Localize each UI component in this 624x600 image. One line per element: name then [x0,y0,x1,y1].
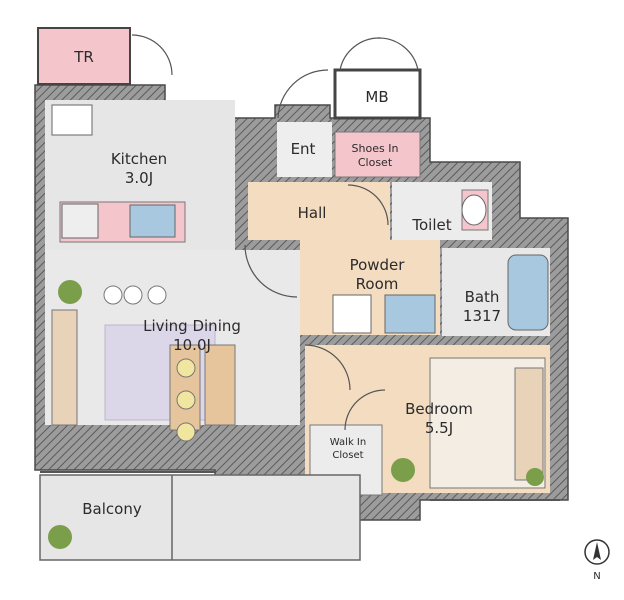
label-walk-in-closet: Walk In Closet [330,436,366,462]
sideboard [204,344,236,426]
label-living-dining: Living Dining 10.0J [143,317,241,355]
label-balcony: Balcony [82,500,142,518]
kitchen-name: Kitchen [110,150,168,168]
sofa [51,309,78,426]
label-toilet: Toilet [412,216,452,234]
plant-bedroom [391,458,415,482]
fridge [51,104,93,136]
walk-in-closet-line2: Closet [332,450,364,461]
door-swing [377,37,419,71]
bath-size: 1317 [462,307,502,325]
compass-label: N [593,571,601,582]
door-swing [131,34,173,76]
plant-living [58,280,82,304]
shoes-closet-floor [334,131,421,178]
stove [61,203,99,239]
entrance-floor [277,122,332,177]
label-bedroom: Bedroom 5.5J [405,400,473,438]
door-swing [347,184,389,226]
plant-balcony [48,525,72,549]
chair [176,390,196,410]
bedroom-name: Bedroom [405,400,473,418]
shoes-closet-line2: Closet [357,156,393,169]
powder-room-line1: Powder [349,256,405,274]
powder-sink [384,294,436,334]
chair [176,422,196,442]
label-kitchen: Kitchen 3.0J [111,150,167,188]
kitchen-size: 3.0J [124,169,154,187]
label-powder-room: Powder Room [350,256,405,294]
dining-table [169,344,201,431]
living-dining-size: 10.0J [173,336,211,354]
stool [147,285,167,305]
label-hall: Hall [297,204,327,222]
stool [103,285,123,305]
label-ent: Ent [290,140,316,158]
nightstand [514,367,544,481]
washer [332,294,372,334]
compass [584,539,610,565]
mb-box [333,68,422,120]
walk-in-closet-line1: Walk In [329,437,367,448]
powder-room-line2: Room [355,275,399,293]
kitchen-sink [129,204,176,238]
balcony-floor [39,474,361,561]
bath-name: Bath [464,288,500,306]
bathtub [507,254,549,331]
door-swing [244,244,298,298]
label-tr: TR [74,48,94,66]
label-shoes-closet: Shoes In Closet [352,142,399,170]
toilet-bowl [461,194,487,226]
stool [123,285,143,305]
door-swing [304,344,351,391]
door-swing [339,37,381,71]
door-swing [277,69,329,119]
label-bath: Bath 1317 [463,288,501,326]
living-dining-name: Living Dining [143,317,241,335]
plant-bedroom-corner [526,468,544,486]
chair [176,358,196,378]
bedroom-size: 5.5J [424,419,454,437]
door-swing [344,389,386,431]
shoes-closet-line1: Shoes In [351,142,399,155]
label-mb: MB [365,88,389,106]
compass-needle [593,542,601,560]
tr-box [37,27,131,85]
